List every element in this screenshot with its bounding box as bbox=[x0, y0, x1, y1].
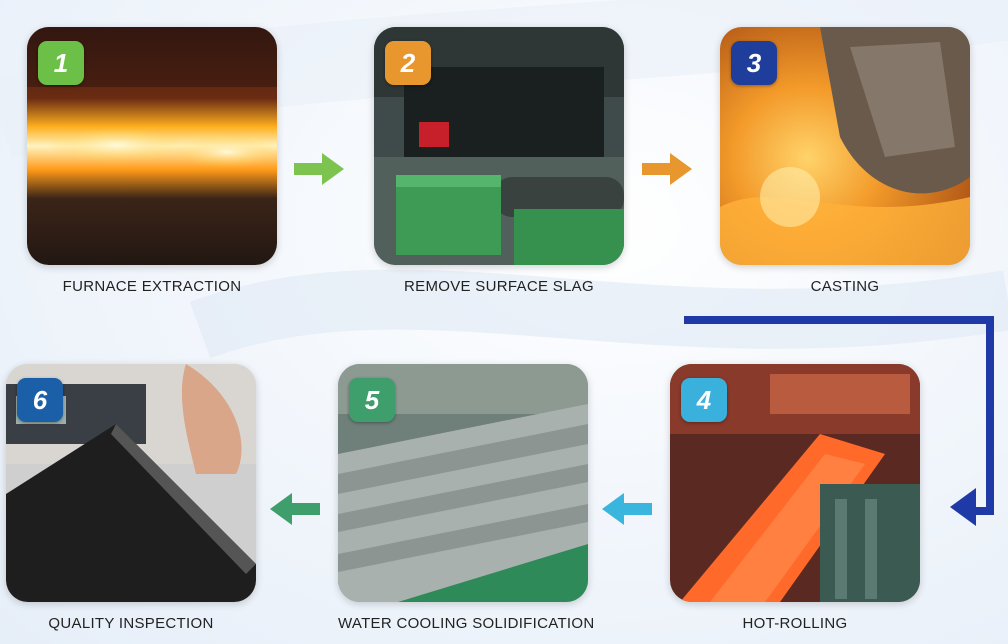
cooling-bed-photo: 5 bbox=[338, 364, 588, 602]
step-quality-inspection: 6 QUALITY INSPECTION bbox=[6, 364, 256, 632]
step-label: REMOVE SURFACE SLAG bbox=[404, 278, 594, 295]
step-label: QUALITY INSPECTION bbox=[48, 615, 214, 632]
caliper-inspection-photo: 6 bbox=[6, 364, 256, 602]
hot-rolling-photo: 4 bbox=[670, 364, 920, 602]
casting-photo: 3 bbox=[720, 27, 970, 265]
step-number-badge: 4 bbox=[681, 378, 727, 422]
arrow-right-icon bbox=[292, 150, 346, 188]
step-number-badge: 5 bbox=[349, 378, 395, 422]
step-number-badge: 3 bbox=[731, 41, 777, 85]
elbow-arrow-icon bbox=[684, 316, 1006, 528]
arrow-left-icon bbox=[600, 490, 654, 528]
step-hot-rolling: 4 HOT-ROLLING bbox=[670, 364, 920, 632]
step-furnace-extraction: 1 FURNACE EXTRACTION bbox=[27, 27, 277, 295]
arrow-right-icon bbox=[640, 150, 694, 188]
step-label: FURNACE EXTRACTION bbox=[62, 278, 242, 295]
step-number-badge: 1 bbox=[38, 41, 84, 85]
step-number-badge: 6 bbox=[17, 378, 63, 422]
step-label: WATER COOLING SOLIDIFICATION bbox=[338, 615, 595, 632]
step-label: HOT-ROLLING bbox=[742, 615, 848, 632]
furnace-photo: 1 bbox=[27, 27, 277, 265]
step-label: CASTING bbox=[810, 278, 880, 295]
step-remove-surface-slag: 2 REMOVE SURFACE SLAG bbox=[374, 27, 624, 295]
arrow-left-icon bbox=[268, 490, 322, 528]
slag-removal-photo: 2 bbox=[374, 27, 624, 265]
step-casting: 3 CASTING bbox=[720, 27, 970, 295]
step-number-badge: 2 bbox=[385, 41, 431, 85]
step-water-cooling-solidification: 5 WATER COOLING SOLIDIFICATION bbox=[338, 364, 595, 632]
